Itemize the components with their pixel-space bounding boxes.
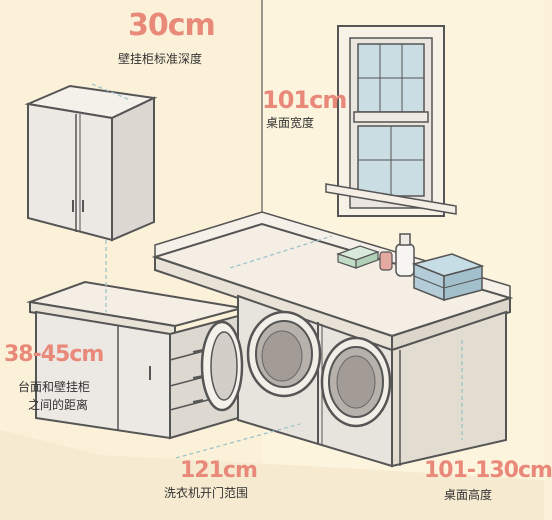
counter-width-caption: 桌面宽度 (266, 116, 315, 130)
storage-boxes (411, 253, 485, 302)
cabinet-depth-value: 30cm (128, 8, 216, 43)
gap-caption-line2: 之间的距离 (28, 398, 89, 412)
cabinet-depth-caption: 壁挂柜标准深度 (118, 52, 203, 66)
door-range-value: 121cm (180, 458, 258, 483)
counter-width-value: 101cm (262, 86, 347, 114)
detergent-bottle (395, 233, 415, 277)
gap-value: 38-45cm (4, 342, 104, 367)
dimension-lines (91, 83, 463, 459)
main-counter (151, 222, 514, 352)
counter-height-caption: 桌面高度 (444, 488, 493, 502)
counter-height-value: 101-130cm (424, 458, 552, 483)
gap-caption-line1: 台面和壁挂柜 (18, 380, 91, 394)
front-load-washer-left (246, 310, 322, 398)
soap-box (336, 245, 380, 269)
floor (0, 430, 544, 520)
washer-open-door (200, 320, 244, 412)
window (325, 25, 457, 217)
door-range-caption: 洗衣机开门范围 (164, 486, 249, 500)
small-jar (379, 251, 393, 271)
front-load-washer-right (320, 336, 392, 428)
wall-cabinet (24, 84, 158, 242)
